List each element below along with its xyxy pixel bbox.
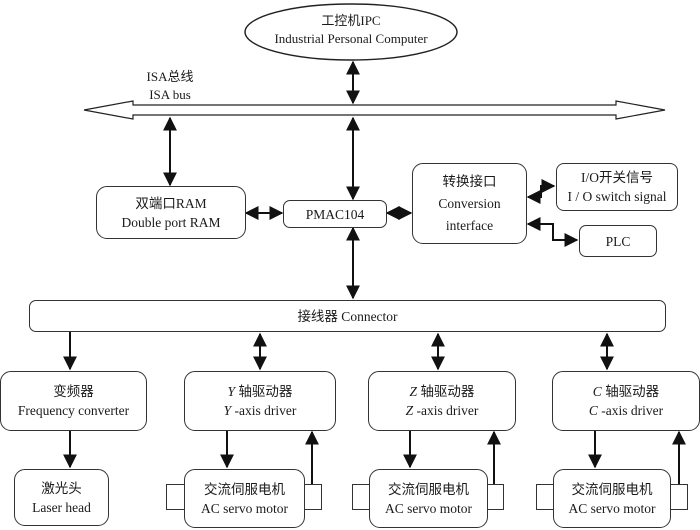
z-motor-label-cn: 交流伺服电机 <box>388 481 469 497</box>
pmac-node: PMAC104 <box>283 200 387 228</box>
conversion-io-link <box>526 179 556 204</box>
z-motor-label-en: AC servo motor <box>385 500 472 516</box>
z-motor-left-cap <box>352 484 370 510</box>
isa-bus-label-cn: ISA总线 <box>146 69 194 84</box>
y-driver-label-en: Y -axis driver <box>223 403 297 418</box>
c-driver-label-cn: C 轴驱动器 <box>592 384 660 399</box>
ipc-label-cn: 工控机IPC <box>321 13 381 28</box>
laser-label-en: Laser head <box>32 499 91 515</box>
freq-label-en: Frequency converter <box>17 403 130 418</box>
z-driver-node: Z 轴驱动器 Z -axis driver <box>368 371 516 431</box>
c-motor-label-cn: 交流伺服电机 <box>571 481 653 497</box>
z-driver-label-en: Z -axis driver <box>405 403 479 418</box>
freq-node: 变频器 Frequency converter <box>0 371 147 431</box>
io-label-cn: I/O开关信号 <box>581 170 653 185</box>
io-label-en: I / O switch signal <box>567 189 667 204</box>
conversion-plc-link <box>526 217 579 247</box>
y-motor-left-cap <box>166 484 185 510</box>
connector-node: 接线器 Connector <box>29 300 666 332</box>
c-motor-label-en: AC servo motor <box>568 500 656 516</box>
dpram-label-cn: 双端口RAM <box>135 195 207 211</box>
y-motor-label-en: AC servo motor <box>201 500 288 516</box>
z-motor-node: 交流伺服电机 AC servo motor <box>369 469 488 528</box>
ipc-ellipse <box>244 3 458 61</box>
plc-node: PLC <box>579 225 657 257</box>
io-node: I/O开关信号 I / O switch signal <box>556 163 678 211</box>
z-driver-label-cn: Z 轴驱动器 <box>409 384 475 399</box>
y-motor-label-cn: 交流伺服电机 <box>204 481 285 497</box>
y-motor-right-cap <box>304 484 322 510</box>
y-driver-node: Y 轴驱动器 Y -axis driver <box>184 371 336 431</box>
c-motor-left-cap <box>536 484 554 510</box>
conversion-node: 转换接口 Conversion interface <box>412 163 527 244</box>
plc-label: PLC <box>605 233 631 249</box>
laser-node: 激光头 Laser head <box>14 469 109 526</box>
z-motor-right-cap <box>487 484 504 510</box>
c-driver-label-en: C -axis driver <box>588 403 664 418</box>
c-driver-node: C 轴驱动器 C -axis driver <box>552 371 700 431</box>
isa-bus-label-en: ISA bus <box>149 87 191 102</box>
y-motor-node: 交流伺服电机 AC servo motor <box>184 469 305 528</box>
c-motor-node: 交流伺服电机 AC servo motor <box>553 469 671 528</box>
isa-bus-label: ISA总线 ISA bus <box>130 68 210 104</box>
laser-label-cn: 激光头 <box>41 480 82 496</box>
connector-label: 接线器 Connector <box>297 308 398 324</box>
isa-bus-arrow <box>83 100 666 120</box>
pmac-label: PMAC104 <box>305 206 365 222</box>
dpram-node: 双端口RAM Double port RAM <box>96 186 246 239</box>
dpram-label-en: Double port RAM <box>121 214 221 230</box>
conversion-label-en2: interface <box>445 217 494 233</box>
c-motor-right-cap <box>670 484 688 510</box>
ipc-label-en: Industrial Personal Computer <box>274 31 428 46</box>
conversion-label-cn: 转换接口 <box>442 173 497 189</box>
freq-label-cn: 变频器 <box>53 384 94 399</box>
y-driver-label-cn: Y 轴驱动器 <box>227 384 293 399</box>
ipc-node: 工控机IPC Industrial Personal Computer <box>251 12 451 48</box>
conversion-label-en1: Conversion <box>438 195 501 211</box>
